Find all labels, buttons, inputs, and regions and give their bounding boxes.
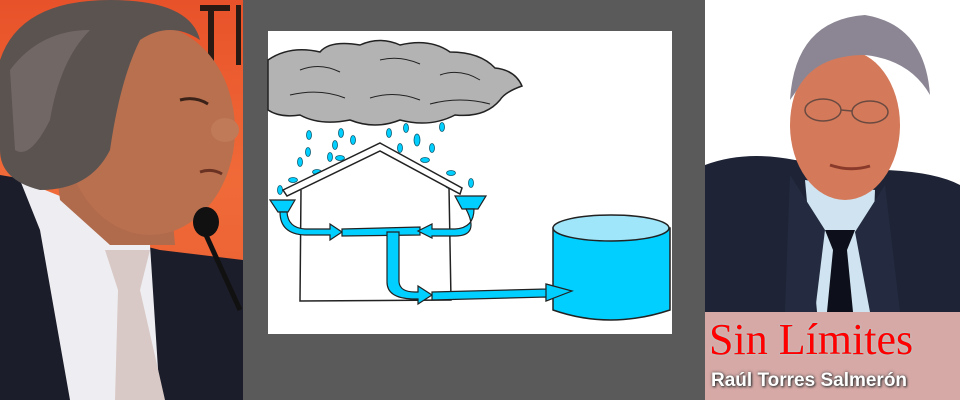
column-title: Sin Límites: [709, 315, 914, 364]
water-tank-icon: [545, 214, 671, 321]
water-pipes: [279, 208, 574, 306]
rain-cloud-icon: [267, 39, 524, 126]
columnist-portrait: [705, 0, 960, 312]
speaker-illustration: [0, 0, 243, 400]
rainwater-harvesting-panel: [243, 0, 705, 400]
house-icon: [281, 142, 463, 302]
rainwater-harvesting-diagram: [267, 31, 672, 334]
columnist-portrait-panel: Sin Límites Raúl Torres Salmerón: [705, 0, 960, 400]
left-speaker-photo: [0, 0, 243, 400]
author-name: Raúl Torres Salmerón: [711, 370, 908, 391]
raindrops-icon: [277, 122, 474, 195]
gutter-icon: [268, 195, 488, 213]
column-banner: Sin Límites Raúl Torres Salmerón: [705, 312, 960, 400]
